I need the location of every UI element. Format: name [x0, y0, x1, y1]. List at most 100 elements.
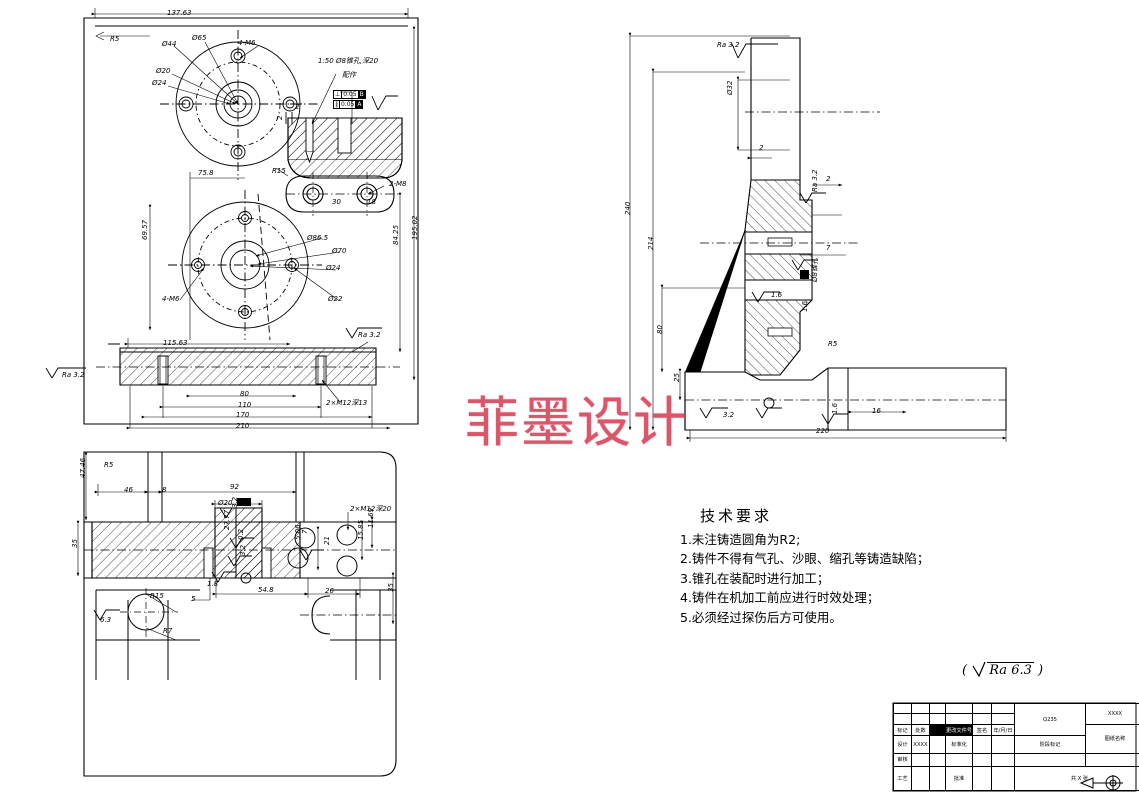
lower-flange-circles	[168, 190, 322, 341]
bottom-finish-symbols	[93, 507, 324, 641]
dimension-label: 7	[301, 529, 309, 534]
dimension-label: 6.3	[100, 616, 112, 624]
front-view-outline	[83, 17, 419, 425]
dimension-label: Ra 3.2	[62, 371, 85, 379]
paren-close: )	[1038, 663, 1044, 678]
tb-cell	[972, 702, 992, 715]
dimension-label: 2-M8	[389, 180, 407, 188]
dimension-label: Ø86.5	[307, 234, 329, 242]
gt-datum: B	[357, 90, 366, 99]
dimension-label: Ø8锥孔	[811, 258, 819, 282]
tb-qty: 处数	[911, 723, 930, 737]
side-dimension-lines	[628, 32, 1007, 442]
dimension-label: R15	[150, 592, 164, 600]
tb-standardize: 标准化	[945, 735, 973, 754]
dimension-label: 4-M6	[238, 39, 256, 47]
tech-note-3: 3.锥孔在装配时进行加工；	[680, 570, 830, 586]
dimension-label: 195.02	[411, 215, 419, 241]
tb-cell	[911, 702, 930, 715]
tb-sign: 签名	[972, 723, 992, 737]
dimension-label: 35	[71, 539, 79, 548]
gt-frame-perpendicularity: ⊥ 0.05 B	[332, 90, 366, 99]
dimension-label: 2	[276, 115, 284, 120]
dimension-label: 210	[236, 422, 250, 430]
tb-mark: 标记	[893, 723, 912, 737]
tb-zone	[929, 723, 946, 737]
bottom-solid-marker	[237, 498, 251, 506]
tb-cell	[991, 713, 1015, 725]
dimension-label: 2×M12深20	[350, 505, 392, 513]
dimension-label: 1.6	[801, 300, 809, 312]
dimension-label: 3.2	[723, 411, 735, 419]
tb-cell	[972, 713, 992, 725]
dimension-label: 5	[191, 595, 196, 603]
tb-cell	[991, 752, 1015, 767]
tb-approve: 批准	[945, 765, 973, 792]
tb-cell	[945, 713, 973, 725]
dimension-label: 3.2	[231, 496, 239, 508]
front-section-detail	[285, 103, 403, 179]
dimension-label: Ø24	[326, 264, 341, 272]
dimension-label: 170	[236, 411, 250, 419]
dimension-label: 26	[325, 587, 334, 595]
dimension-label: 214	[647, 236, 655, 250]
side-section-body	[700, 179, 860, 376]
gt-symbol: ⊥	[332, 90, 343, 99]
tb-date: 年/月/日	[991, 723, 1015, 737]
tb-drawing-name-label: 图纸名称	[1085, 723, 1139, 754]
tb-cell	[929, 765, 946, 792]
tb-cell	[972, 765, 992, 792]
dimension-label: 3.2	[239, 544, 247, 556]
front-leaders	[95, 31, 385, 403]
tb-cell	[929, 713, 946, 725]
tb-cell	[911, 752, 930, 767]
dimension-label: 1.6	[771, 291, 783, 299]
dimension-label: 80	[240, 390, 249, 398]
dimension-label: Ø20	[218, 499, 233, 507]
dimension-label: 137.63	[167, 9, 192, 17]
dimension-label: 4-M6	[162, 295, 180, 303]
general-finish-value: Ra 6.3	[987, 662, 1034, 678]
tb-cell	[945, 702, 973, 715]
dimension-label: Ø20	[156, 67, 171, 75]
dimension-label: R5	[104, 461, 114, 469]
tb-cell	[893, 702, 912, 715]
tb-change-doc: 更改文件号	[945, 723, 973, 737]
dimension-label: 0.2	[237, 528, 245, 540]
dimension-label: 30	[332, 198, 341, 206]
tb-cell	[1014, 752, 1086, 767]
watermark: 菲墨设计	[465, 391, 689, 454]
dimension-label: 27.77	[223, 509, 231, 530]
dimension-label: R5	[110, 35, 120, 43]
dimension-label: 220	[816, 427, 830, 435]
front-lug-detail	[285, 172, 400, 216]
side-solid-marker	[800, 270, 809, 279]
side-base-plate	[684, 229, 1007, 431]
front-dimension-lines	[91, 8, 416, 430]
dimension-label: 11.69	[367, 507, 375, 528]
dimension-label: 21	[323, 536, 331, 545]
front-finish-symbols	[45, 95, 398, 379]
tb-cell	[911, 765, 930, 792]
tb-design-name: XXXX	[911, 735, 930, 754]
tb-material: Q235	[1014, 702, 1086, 737]
tb-company: XXXX	[1085, 703, 1139, 725]
tb-cell	[893, 713, 912, 725]
tech-note-2: 2.铸件不得有气孔、沙眼、缩孔等铸造缺陷；	[680, 551, 930, 567]
dimension-label: 15.85	[357, 519, 365, 540]
dimension-label: 80	[656, 325, 664, 334]
dimension-label: Ra 3.2	[717, 41, 740, 49]
tb-cell	[929, 735, 946, 754]
tb-cell	[972, 735, 992, 754]
dimension-label: 69.57	[141, 219, 149, 240]
dimension-label: R7	[163, 627, 173, 635]
dimension-label: 47.46	[79, 457, 87, 478]
dimension-label: Ø65	[192, 34, 207, 42]
dimension-label: 2	[759, 144, 764, 152]
dimension-label: 54.8	[258, 586, 274, 594]
dimension-label: 1.6	[831, 402, 839, 414]
tech-note-4: 4.铸件在机加工前应进行时效处理；	[680, 590, 880, 606]
dimension-label: Ø44	[162, 40, 177, 48]
dimension-label: 110	[238, 401, 252, 409]
